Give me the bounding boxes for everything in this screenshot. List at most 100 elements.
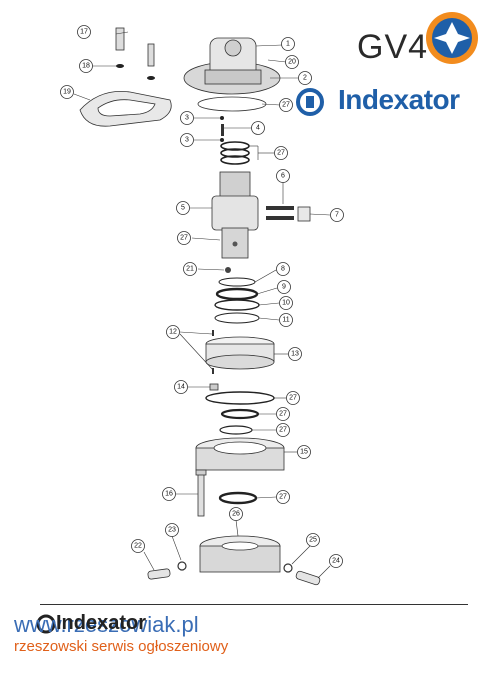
svg-text:23: 23 [168,527,176,534]
callout-5: 5 [176,201,190,215]
callout-20: 20 [285,55,299,69]
callout-3-a: 3 [180,111,194,125]
svg-text:24: 24 [332,558,340,565]
svg-text:27: 27 [279,494,287,501]
svg-text:26: 26 [232,511,240,518]
callout-12: 12 [166,325,180,339]
spring-pair-6 [266,206,294,220]
callout-6: 6 [276,169,290,183]
housing-15 [195,437,285,471]
svg-text:27: 27 [282,102,290,109]
svg-text:27: 27 [180,235,188,242]
callout-19: 19 [60,85,74,99]
rotor-shaft-5 [211,171,259,259]
callout-24: 24 [329,554,343,568]
callout-7: 7 [330,208,344,222]
footer-divider [40,604,468,605]
watermark-indexator-icon [36,614,56,634]
callout-22: 22 [131,539,145,553]
callout-14: 14 [174,380,188,394]
svg-text:20: 20 [288,59,296,66]
callout-27-b: 27 [274,146,288,160]
callout-27-a: 27 [279,98,293,112]
brand-model-label: GV4 [357,28,429,66]
svg-text:1: 1 [286,41,290,48]
pin-3b [220,138,224,142]
callout-9: 9 [277,280,291,294]
callout-27-c: 27 [177,231,191,245]
block-7 [297,206,311,222]
svg-text:2: 2 [303,75,307,82]
callout-4: 4 [251,121,265,135]
svg-text:14: 14 [177,384,185,391]
callout-13: 13 [288,347,302,361]
svg-text:11: 11 [282,317,289,324]
pin-12a [212,330,214,336]
svg-text:8: 8 [281,266,285,273]
pin-22 [147,568,171,580]
svg-text:6: 6 [281,173,285,180]
svg-text:25: 25 [309,537,317,544]
callout-1: 1 [281,37,295,51]
pin-12b [212,368,214,374]
callout-27-f: 27 [276,423,290,437]
ring-set-8-11 [214,277,260,324]
o-ring-lower [218,491,258,505]
svg-text:15: 15 [300,449,308,456]
callout-26: 26 [229,507,243,521]
leader-lines [73,31,331,579]
svg-text:4: 4 [256,125,260,132]
svg-text:27: 27 [277,150,285,157]
watermark-site-link[interactable]: www.rzeszowiak.pl [14,612,199,637]
callout-11: 11 [279,313,293,327]
bolt-16 [195,469,207,517]
svg-text:10: 10 [282,300,290,307]
svg-text:13: 13 [291,351,299,358]
svg-text:3: 3 [185,115,189,122]
brand-name-label: Indexator [338,84,460,115]
o-ring-top [197,96,267,112]
callout-21: 21 [183,262,197,276]
svg-text:12: 12 [169,329,177,336]
svg-text:7: 7 [335,212,339,219]
svg-text:27: 27 [279,411,287,418]
svg-text:22: 22 [134,543,142,550]
callout-18: 18 [79,59,93,73]
pin-24 [295,570,321,586]
pin-14 [209,383,219,391]
top-yoke-part [183,37,281,95]
callout-3-b: 3 [180,133,194,147]
indexator-logo-mark [296,88,324,116]
callout-27-g: 27 [276,490,290,504]
svg-text:16: 16 [165,491,173,498]
callout-16: 16 [162,487,176,501]
svg-text:27: 27 [279,427,287,434]
svg-text:19: 19 [63,89,71,96]
callout-27-e: 27 [276,407,290,421]
bolt-17-part [115,27,155,80]
svg-text:5: 5 [181,205,185,212]
base-26 [199,535,281,573]
nut-21 [225,267,231,273]
callout-17: 17 [77,25,91,39]
svg-text:18: 18 [82,63,90,70]
callout-2: 2 [298,71,312,85]
callout-27-d: 27 [286,391,300,405]
spring-4 [221,124,224,136]
svg-text:3: 3 [185,137,189,144]
sleeve-13 [205,336,275,370]
pin-3a [220,116,224,120]
guard-bracket-19 [79,91,172,127]
svg-text:21: 21 [186,266,194,273]
washer-25 [283,563,293,573]
washer-23 [177,561,187,571]
svg-text:17: 17 [80,29,88,36]
callout-10: 10 [279,296,293,310]
callout-15: 15 [297,445,311,459]
callout-8: 8 [276,262,290,276]
svg-text:9: 9 [282,284,286,291]
watermark-tagline: rzeszowski serwis ogłoszeniowy [14,638,229,655]
svg-text:27: 27 [289,395,297,402]
gv4-cross-logo [426,12,478,64]
